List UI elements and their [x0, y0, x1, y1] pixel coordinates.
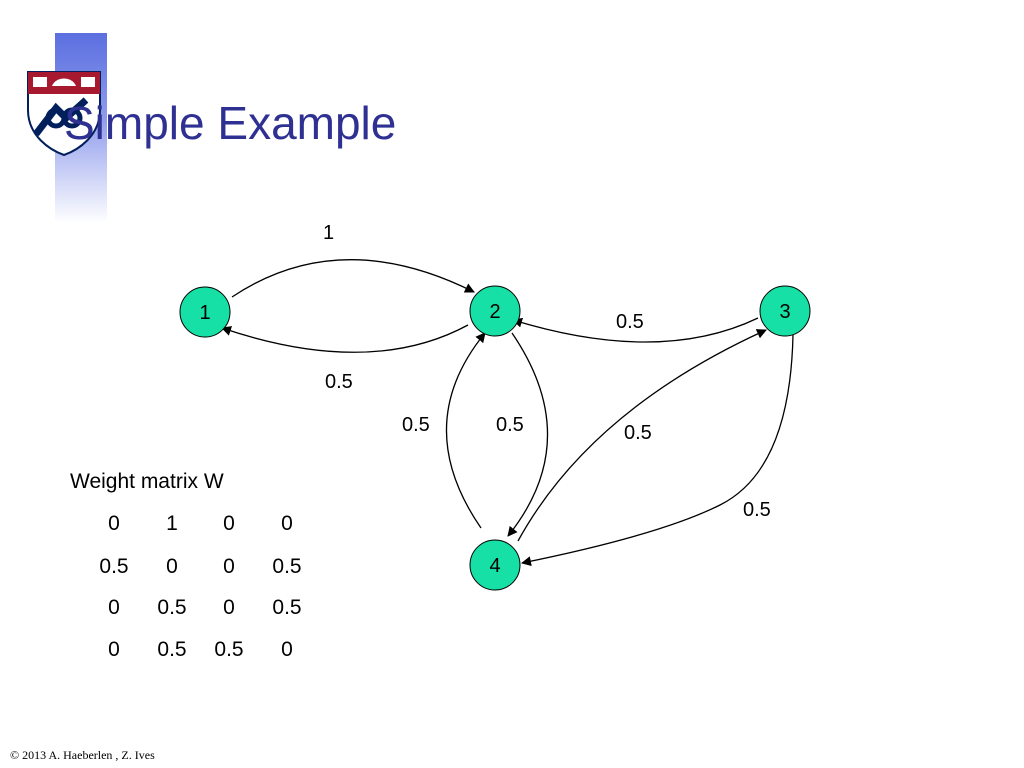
university-shield-logo	[27, 71, 101, 156]
matrix-cell: 0.5	[272, 596, 302, 619]
edge-3-to-4-weight: 0.5	[743, 499, 771, 521]
edge-3-to-2	[512, 317, 759, 343]
matrix-cell: 0.5	[99, 555, 129, 578]
edge-2-to-4-weight: 0.5	[496, 414, 524, 436]
matrix-cell: 0	[281, 638, 293, 661]
edge-3-to-2-weight: 0.5	[616, 311, 644, 333]
edge-2-to-4	[507, 332, 549, 537]
node-3-circle	[759, 285, 811, 337]
node-2: 2	[469, 285, 521, 337]
node-4-circle	[469, 539, 521, 591]
edge-2-to-1-weight: 0.5	[325, 371, 353, 393]
matrix-cell: 0	[223, 596, 235, 619]
matrix-cell: 1	[166, 512, 178, 535]
matrix-cell: 0	[108, 512, 120, 535]
node-2-label: 2	[489, 301, 500, 323]
edge-4-to-2-weight: 0.5	[402, 414, 430, 436]
edge-1-to-2	[231, 259, 475, 298]
matrix-cell: 0	[223, 512, 235, 535]
edge-3-to-4	[521, 334, 794, 567]
edge-4-to-3	[517, 329, 767, 542]
matrix-cell: 0	[223, 555, 235, 578]
matrix-cell: 0.5	[157, 596, 187, 619]
edge-4-to-3-weight: 0.5	[624, 422, 652, 444]
edge-2-to-1	[221, 324, 469, 353]
node-2-circle	[469, 285, 521, 337]
node-1-circle	[179, 286, 231, 338]
matrix-cell: 0	[281, 512, 293, 535]
node-4-label: 4	[489, 555, 500, 577]
node-1-label: 1	[199, 302, 210, 324]
matrix-cell: 0	[166, 555, 178, 578]
matrix-title: Weight matrix W	[70, 470, 224, 493]
node-4: 4	[469, 539, 521, 591]
matrix-cell: 0.5	[214, 638, 244, 661]
slide-title: Simple Example	[64, 97, 397, 149]
matrix-cell: 0	[108, 638, 120, 661]
node-3: 3	[759, 285, 811, 337]
node-1: 1	[179, 286, 231, 338]
matrix-cell: 0.5	[157, 638, 187, 661]
copyright-footer: © 2013 A. Haeberlen , Z. Ives	[10, 748, 155, 762]
edge-4-to-2	[445, 332, 486, 529]
node-3-label: 3	[779, 301, 790, 323]
matrix-cell: 0	[108, 596, 120, 619]
matrix-cell: 0.5	[272, 555, 302, 578]
edge-1-to-2-weight: 1	[323, 222, 334, 244]
